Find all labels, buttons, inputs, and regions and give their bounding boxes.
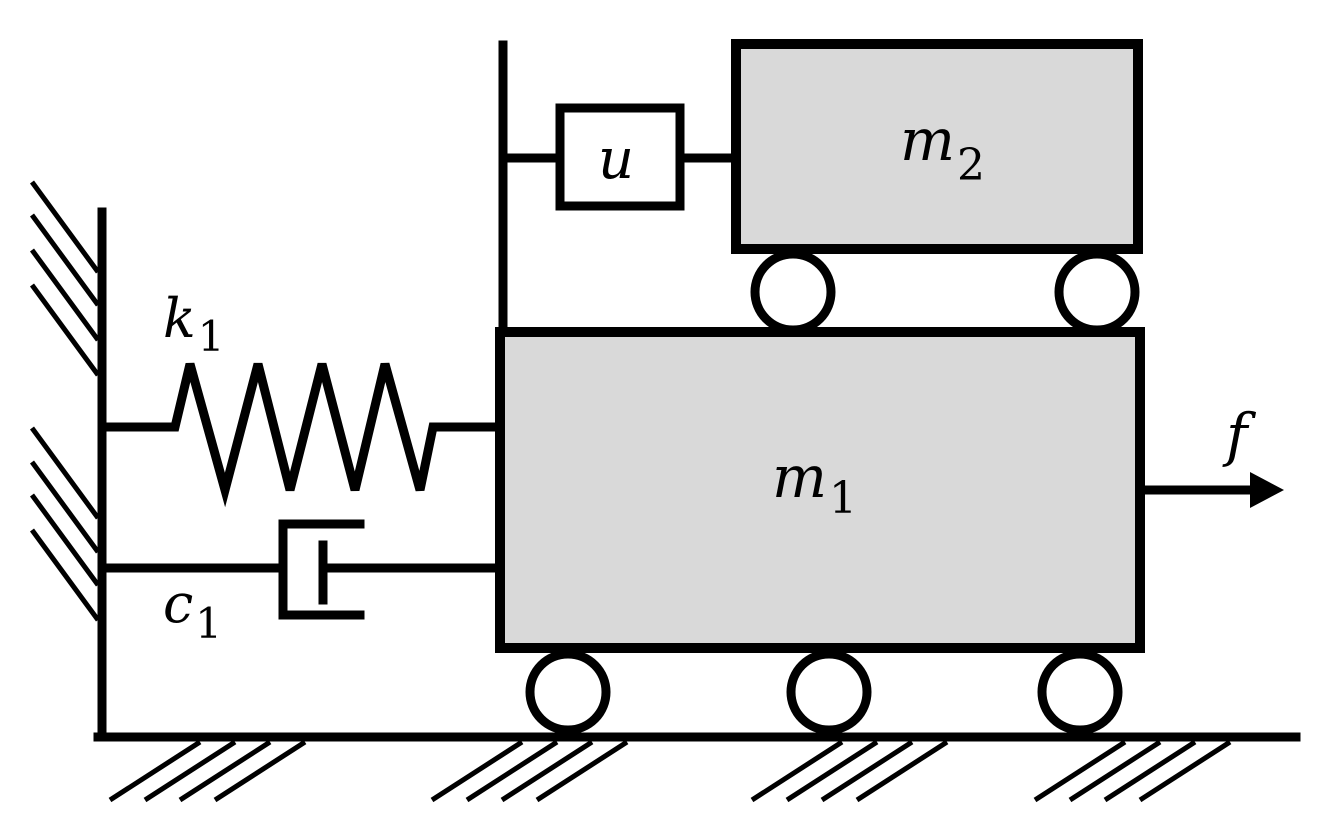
- wheel-m2-right: [1054, 249, 1140, 335]
- label-k1: k1: [163, 287, 224, 361]
- ground: [93, 732, 1301, 803]
- wheel-m1-left: [525, 649, 611, 735]
- actuator-u-box: [555, 103, 685, 211]
- mass-m2: [731, 39, 1143, 254]
- wall-hatching: [29, 180, 101, 622]
- force-arrow: [1140, 472, 1284, 508]
- label-u: u: [598, 127, 634, 192]
- label-m1: m1: [772, 443, 857, 524]
- label-m2: m2: [900, 106, 985, 191]
- label-c1: c1: [163, 572, 222, 648]
- spring-k1: [102, 362, 502, 508]
- actuator-post: [498, 40, 741, 337]
- left-wall: [29, 180, 107, 740]
- wheel-m1-right: [1037, 649, 1123, 735]
- mass-m1: [495, 327, 1145, 653]
- wheel-m1-center: [786, 649, 872, 735]
- wheel-m2-left: [750, 249, 836, 335]
- ground-hatching: [108, 739, 1232, 803]
- label-f: f: [1222, 401, 1257, 469]
- damper-c1: [102, 519, 502, 620]
